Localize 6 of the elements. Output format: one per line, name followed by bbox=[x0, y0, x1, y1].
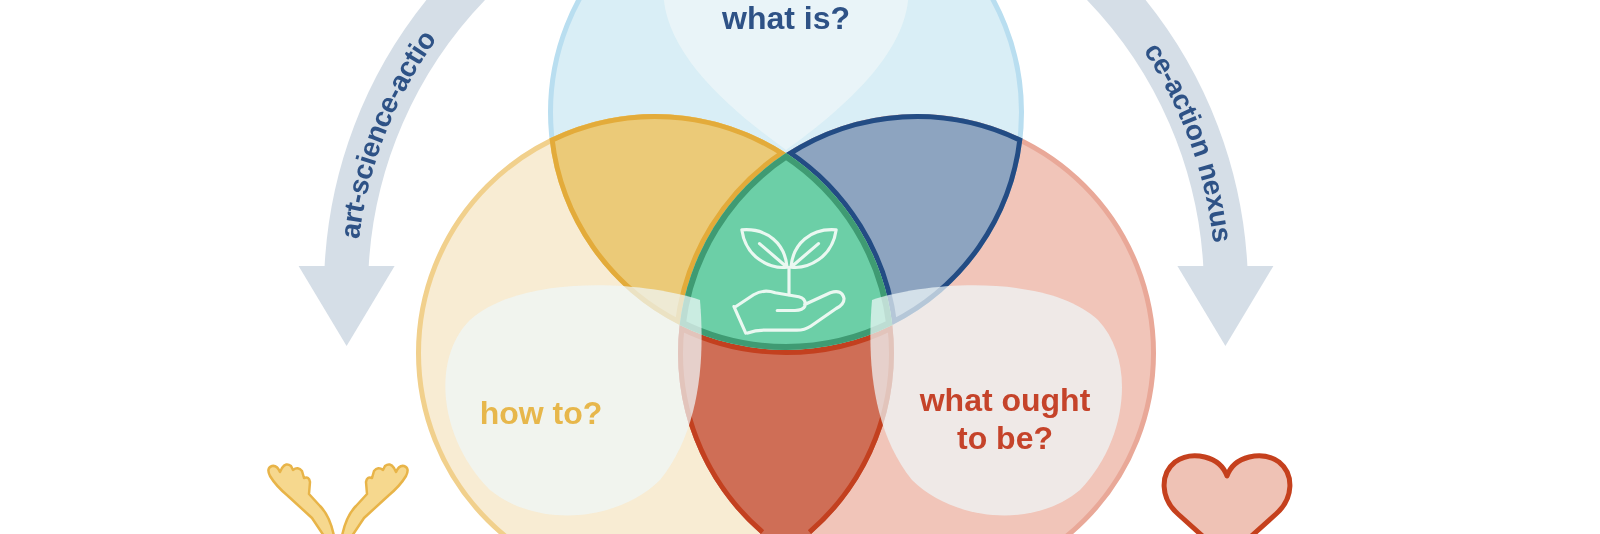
highlight-area bbox=[445, 285, 702, 516]
highlight-area bbox=[663, 0, 909, 150]
highlight-area bbox=[870, 285, 1122, 516]
question-text: what is? bbox=[722, 0, 850, 37]
question-text: how to? bbox=[479, 394, 603, 432]
question-text: what ought to be? bbox=[918, 381, 1092, 457]
